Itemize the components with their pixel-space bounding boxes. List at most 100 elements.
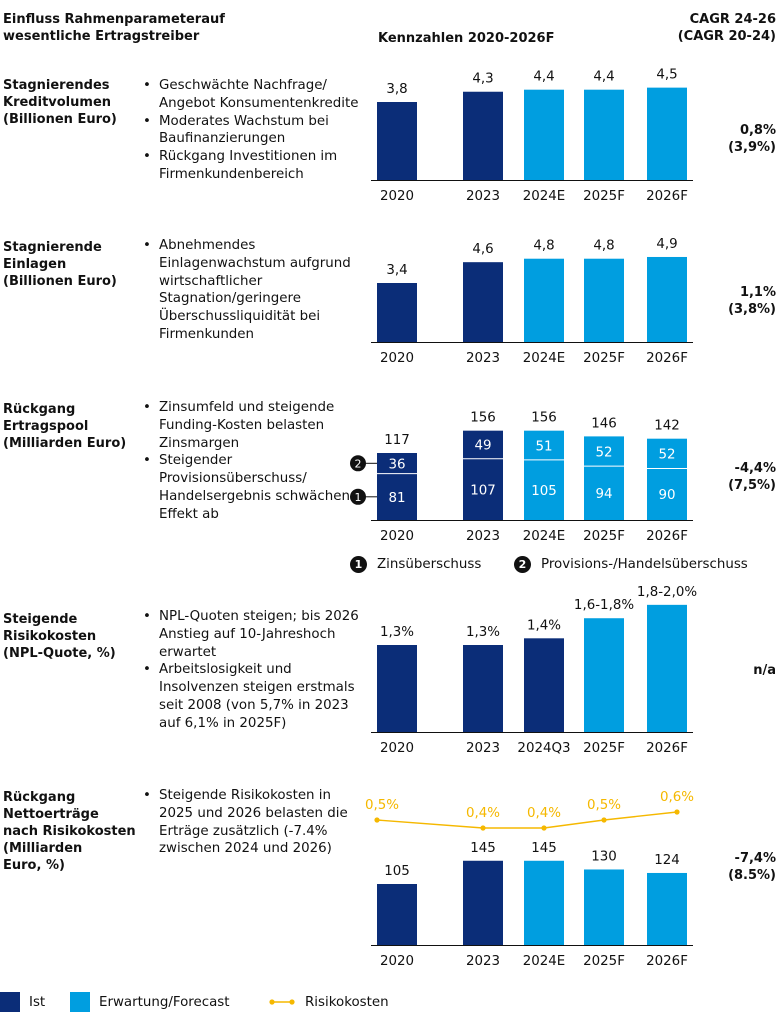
bar bbox=[647, 256, 687, 342]
stacked-bar-zins bbox=[524, 459, 564, 520]
total-value-label: 156 bbox=[531, 411, 557, 426]
segment-value-label: 90 bbox=[658, 488, 675, 503]
legend-risiko: Risikokosten bbox=[268, 992, 389, 1012]
bar bbox=[647, 604, 687, 732]
x-tick-label: 2023 bbox=[466, 741, 500, 756]
bar bbox=[463, 262, 503, 342]
legend-ist-label: Ist bbox=[29, 994, 46, 1010]
row-title-line: (NPL-Quote, %) bbox=[3, 646, 116, 661]
row-title-line: Rückgang bbox=[3, 402, 76, 417]
risikokosten-point bbox=[480, 825, 486, 831]
stacked-bar-zins bbox=[377, 473, 417, 520]
bar-value-label: 1,3% bbox=[380, 625, 414, 640]
legend-ist: Ist bbox=[0, 992, 45, 1012]
x-tick-label: 2024E bbox=[523, 529, 566, 544]
segment-value-label: 51 bbox=[535, 439, 552, 454]
cagr-line: n/a bbox=[753, 663, 776, 678]
x-tick-label: 2020 bbox=[380, 351, 414, 366]
bar bbox=[463, 860, 503, 945]
cagr-value: 1,1%(3,8%) bbox=[686, 284, 776, 318]
bar bbox=[524, 89, 564, 180]
stacked-bar-provision bbox=[524, 430, 564, 460]
bar-value-label: 4,6 bbox=[472, 242, 493, 257]
cagr-line: (3,9%) bbox=[728, 140, 776, 155]
total-value-label: 156 bbox=[470, 411, 496, 426]
header-left-line1: Einfluss Rahmenparameterauf bbox=[3, 12, 225, 27]
stacked-bar-provision bbox=[377, 453, 417, 474]
bar bbox=[647, 872, 687, 945]
bullet-list: NPL-Quoten steigen; bis 2026 Anstieg auf… bbox=[142, 608, 362, 733]
x-tick-label: 2023 bbox=[466, 529, 500, 544]
bar bbox=[463, 645, 503, 732]
bullet-item: Arbeitslosigkeit und Insolvenzen steigen… bbox=[142, 661, 362, 732]
bar bbox=[524, 638, 564, 732]
bullet-item: Geschwächte Nachfrage/ Angebot Konsument… bbox=[142, 77, 362, 113]
x-tick-label: 2026F bbox=[646, 189, 688, 204]
row-title-line: Rückgang bbox=[3, 790, 76, 805]
bar bbox=[377, 102, 417, 180]
legend-risiko-line-icon bbox=[269, 999, 295, 1005]
x-tick-label: 2024E bbox=[523, 189, 566, 204]
legend-forecast-label: Erwartung/Forecast bbox=[99, 994, 230, 1010]
row-title-line: Risikokosten bbox=[3, 629, 97, 644]
total-value-label: 146 bbox=[591, 416, 617, 431]
cagr-line: (7,5%) bbox=[728, 478, 776, 493]
bullet-list: Geschwächte Nachfrage/ Angebot Konsument… bbox=[142, 77, 362, 184]
stacked-bar-provision bbox=[647, 438, 687, 469]
x-tick-label: 2024Q3 bbox=[517, 741, 570, 756]
row-title-line: nach Risikokosten bbox=[3, 824, 136, 839]
bullet-item: Rückgang Investitionen im Firmenkundenbe… bbox=[142, 148, 362, 184]
bar-value-label: 3,8 bbox=[386, 82, 407, 97]
header-right-line2: (CAGR 20-24) bbox=[677, 29, 776, 44]
segment-value-label: 81 bbox=[388, 491, 405, 506]
x-tick-label: 2026F bbox=[646, 954, 688, 969]
bar-value-label: 130 bbox=[591, 849, 617, 864]
bullet-item: NPL-Quoten steigen; bis 2026 Anstieg auf… bbox=[142, 608, 362, 661]
bar-value-label: 3,4 bbox=[386, 263, 407, 278]
row-title-line: Einlagen bbox=[3, 257, 67, 272]
x-tick-label: 2026F bbox=[646, 529, 688, 544]
x-tick-label: 2023 bbox=[466, 351, 500, 366]
legend-forecast: Erwartung/Forecast bbox=[70, 992, 230, 1012]
x-tick-label: 2025F bbox=[583, 351, 625, 366]
bullet-item: Steigender Provisionsüberschuss/ Handels… bbox=[142, 452, 362, 523]
marker-legend-2-label: Provisions-/Handelsüberschuss bbox=[541, 557, 748, 572]
bar-value-label: 124 bbox=[654, 853, 680, 868]
risikokosten-point bbox=[674, 809, 680, 815]
cagr-line: -7,4% bbox=[734, 851, 776, 866]
bullet-item: Zinsumfeld und steigende Funding-Kosten … bbox=[142, 399, 362, 452]
row-title-line: (Billionen Euro) bbox=[3, 274, 117, 289]
x-tick-label: 2020 bbox=[380, 529, 414, 544]
bar-value-label: 4,8 bbox=[533, 239, 554, 254]
bar-value-label: 4,5 bbox=[656, 68, 677, 83]
bar bbox=[377, 884, 417, 945]
x-tick-label: 2025F bbox=[583, 189, 625, 204]
bullet-list: Abnehmendes Einlagenwachstum aufgrund wi… bbox=[142, 237, 362, 344]
segment-value-label: 105 bbox=[531, 484, 557, 499]
bar-value-label: 145 bbox=[470, 841, 496, 856]
cagr-line: 0,8% bbox=[739, 123, 776, 138]
marker-legend-1: 1 Zinsüberschuss bbox=[350, 556, 481, 573]
stacked-bar-zins bbox=[463, 458, 503, 520]
total-value-label: 142 bbox=[654, 419, 680, 434]
cagr-line: (3,8%) bbox=[728, 302, 776, 317]
stacked-bar-zins bbox=[584, 466, 624, 520]
bar-value-label: 105 bbox=[384, 864, 410, 879]
segment-value-label: 107 bbox=[470, 483, 496, 498]
total-value-label: 117 bbox=[384, 433, 410, 448]
bar bbox=[524, 258, 564, 342]
cagr-line: -4,4% bbox=[734, 461, 776, 476]
legend-ist-swatch bbox=[0, 992, 20, 1012]
stacked-bar-zins bbox=[647, 468, 687, 520]
segment-value-label: 94 bbox=[595, 487, 612, 502]
risikokosten-label: 0,5% bbox=[587, 798, 621, 813]
row-title-line: Kreditvolumen bbox=[3, 95, 112, 110]
bar-value-label: 1,3% bbox=[466, 625, 500, 640]
marker-1-icon: 1 bbox=[350, 556, 367, 573]
risikokosten-label: 0,6% bbox=[660, 790, 694, 805]
marker-legend-1-label: Zinsüberschuss bbox=[377, 557, 482, 572]
marker-2-icon: 2 bbox=[514, 556, 531, 573]
